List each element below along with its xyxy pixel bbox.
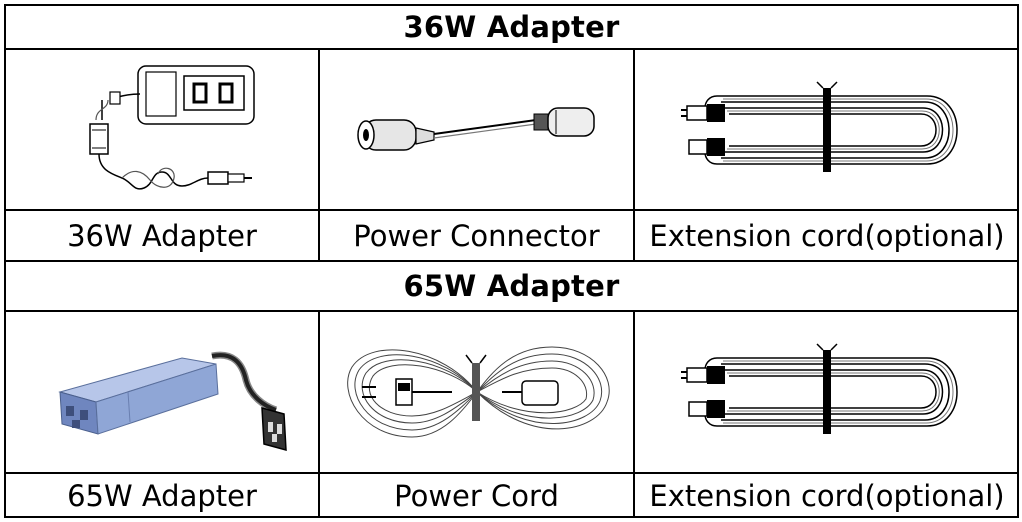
- col-divider: [318, 48, 320, 262]
- accessories-table: 36W Adapter: [4, 4, 1019, 518]
- section-header-65w: 65W Adapter: [403, 269, 620, 303]
- row-divider: [4, 48, 1019, 50]
- item-label: Extension cord(optional): [649, 218, 1005, 253]
- item-label: 36W Adapter: [67, 218, 257, 253]
- item-label: Extension cord(optional): [649, 479, 1005, 513]
- row-divider: [4, 260, 1019, 262]
- col-divider: [633, 48, 635, 262]
- 65w-adapter-brick-icon: [6, 312, 318, 472]
- power-connector-icon: [320, 50, 633, 209]
- row-divider: [4, 310, 1019, 312]
- coiled-extension-cord-icon: [635, 50, 1019, 209]
- 36w-adapter-with-plug-icon: [6, 50, 318, 209]
- coiled-power-cord-icon: [320, 312, 633, 472]
- row-divider: [4, 209, 1019, 211]
- item-label: Power Cord: [394, 479, 559, 513]
- col-divider: [318, 310, 320, 518]
- item-label: 65W Adapter: [67, 479, 257, 513]
- item-label: Power Connector: [353, 218, 600, 253]
- row-divider: [4, 472, 1019, 474]
- section-header-36w: 36W Adapter: [403, 10, 620, 44]
- coiled-extension-cord-icon: [635, 312, 1019, 472]
- col-divider: [633, 310, 635, 518]
